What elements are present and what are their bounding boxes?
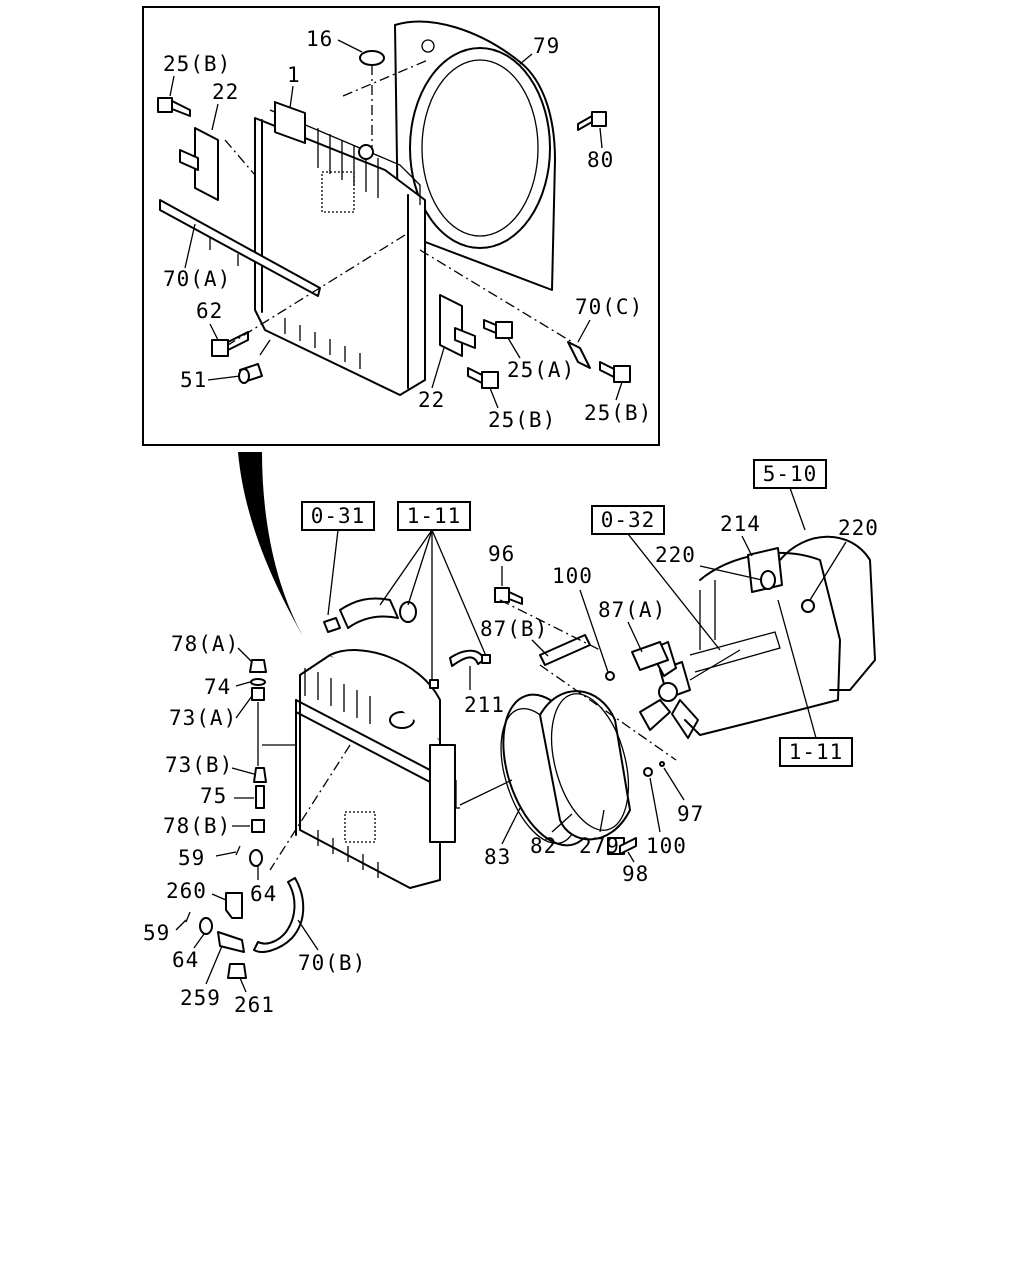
bracket-22-bottom [439,294,463,357]
bolt-25b-top [157,97,191,117]
label-73a: 73(A) [169,706,237,730]
radiator-1 [254,101,426,396]
label-22-top: 22 [212,80,239,104]
clip-97 [659,761,665,767]
washer-100-bot [643,767,653,777]
svg-text:5-10: 5-10 [763,462,818,486]
label-80: 80 [587,148,614,172]
reference-1-11-bottom[interactable]: 1-11 [779,737,853,767]
svg-text:1-11: 1-11 [407,504,462,528]
fan-shroud-79 [394,20,556,291]
label-25b-top: 25(B) [163,52,231,76]
label-64-mid: 64 [250,882,277,906]
label-100-bot: 100 [646,834,687,858]
label-22-bottom: 22 [418,388,445,412]
main-callouts: 96 100 220 214 220 87(A) 87(B) 78(A) 74 … [143,512,879,1017]
stay-70a [159,199,321,297]
label-1: 1 [287,63,301,87]
label-87a: 87(A) [598,598,666,622]
label-220-left: 220 [655,543,696,567]
label-64-low: 64 [172,948,199,972]
svg-text:0-31: 0-31 [311,504,366,528]
label-25a: 25(A) [507,358,575,382]
stay-70c [567,341,591,369]
upper-hose-1-11 [323,597,417,633]
label-59-low: 59 [143,921,170,945]
label-78a: 78(A) [171,632,239,656]
label-79: 79 [533,34,560,58]
bolt-80 [577,111,607,131]
label-82: 82 [530,834,557,858]
label-16: 16 [306,27,333,51]
radiator-cap-16 [359,50,385,66]
label-25b-right: 25(B) [584,401,652,425]
left-small-parts [185,659,305,979]
label-73b: 73(B) [165,753,233,777]
svg-text:1-11: 1-11 [789,740,844,764]
label-259: 259 [180,986,221,1010]
label-260: 260 [166,879,207,903]
reference-1-11-top[interactable]: 1-11 [397,501,471,531]
label-51: 51 [180,368,207,392]
reference-5-10[interactable]: 5-10 [753,459,827,489]
reference-0-31[interactable]: 0-31 [301,501,375,531]
label-87b: 87(B) [480,617,548,641]
label-70a: 70(A) [163,267,231,291]
inset-detail [142,6,660,446]
label-62: 62 [196,299,223,323]
engine-block [684,535,876,736]
detail-pointer [238,452,308,645]
inset-frame [142,6,660,446]
label-83: 83 [484,845,511,869]
label-70c: 70(C) [575,295,643,319]
hose-211 [449,649,485,667]
label-261: 261 [234,993,275,1017]
label-25b-mid: 25(B) [488,408,556,432]
bolt-62 [211,331,249,357]
bolt-98 [607,837,637,855]
svg-text:0-32: 0-32 [601,508,656,532]
label-75: 75 [200,784,227,808]
label-78b: 78(B) [163,814,231,838]
label-214: 214 [720,512,761,536]
washer-100-top [605,671,615,681]
reference-0-32[interactable]: 0-32 [591,505,665,535]
label-70b: 70(B) [298,951,366,975]
label-220-right: 220 [838,516,879,540]
label-211: 211 [464,693,505,717]
bolt-25a [483,319,513,339]
label-279: 279 [579,834,620,858]
bolt-25b-right [599,361,631,383]
bolt-25b-mid [467,367,499,389]
label-59-mid: 59 [178,846,205,870]
inset-callouts: 16 1 79 25(B) 22 80 70(A) 70(C) 62 25(A)… [163,27,652,432]
label-98: 98 [622,862,649,886]
main-assembly [185,535,876,979]
label-100-top: 100 [552,564,593,588]
label-96: 96 [488,542,515,566]
label-74: 74 [204,675,231,699]
drain-cock-51 [238,363,263,384]
bolt-96 [494,587,523,605]
fan-shroud-82 [539,690,631,841]
radiator-main [295,649,456,889]
label-97: 97 [677,802,704,826]
